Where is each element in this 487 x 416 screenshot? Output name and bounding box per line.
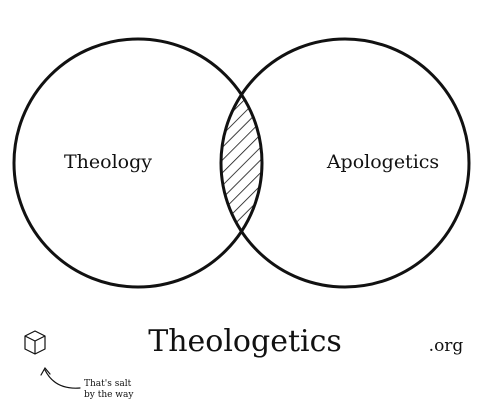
pointer-arrow-icon — [40, 366, 81, 389]
salt-cube-icon — [24, 330, 46, 355]
brand-title: Theologetics — [148, 324, 342, 359]
brand-tld: .org — [429, 336, 464, 356]
left-circle-label: Theology — [64, 151, 152, 173]
salt-note-line2: by the way — [84, 390, 134, 400]
salt-note-line1: That's salt — [84, 379, 132, 389]
left-circle — [12, 37, 264, 289]
right-circle-label: Apologetics — [326, 151, 439, 173]
right-circle — [219, 37, 471, 289]
